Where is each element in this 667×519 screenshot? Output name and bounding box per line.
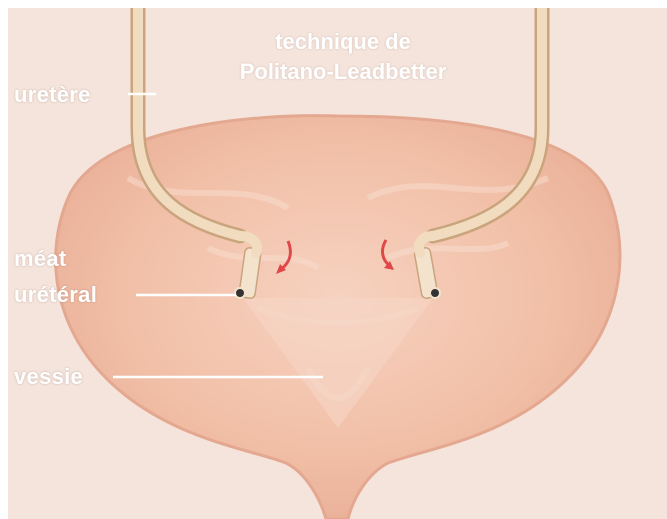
illustration-area: technique de Politano-Leadbetter uretère… — [8, 8, 667, 519]
diagram-title-line1: technique de — [178, 28, 508, 56]
diagram-title-line2: Politano-Leadbetter — [178, 58, 508, 86]
label-bladder: vessie — [14, 364, 83, 390]
label-meatus-line2: urétéral — [14, 282, 97, 308]
label-meatus-line1: méat — [14, 246, 67, 272]
label-ureter: uretère — [14, 82, 91, 108]
